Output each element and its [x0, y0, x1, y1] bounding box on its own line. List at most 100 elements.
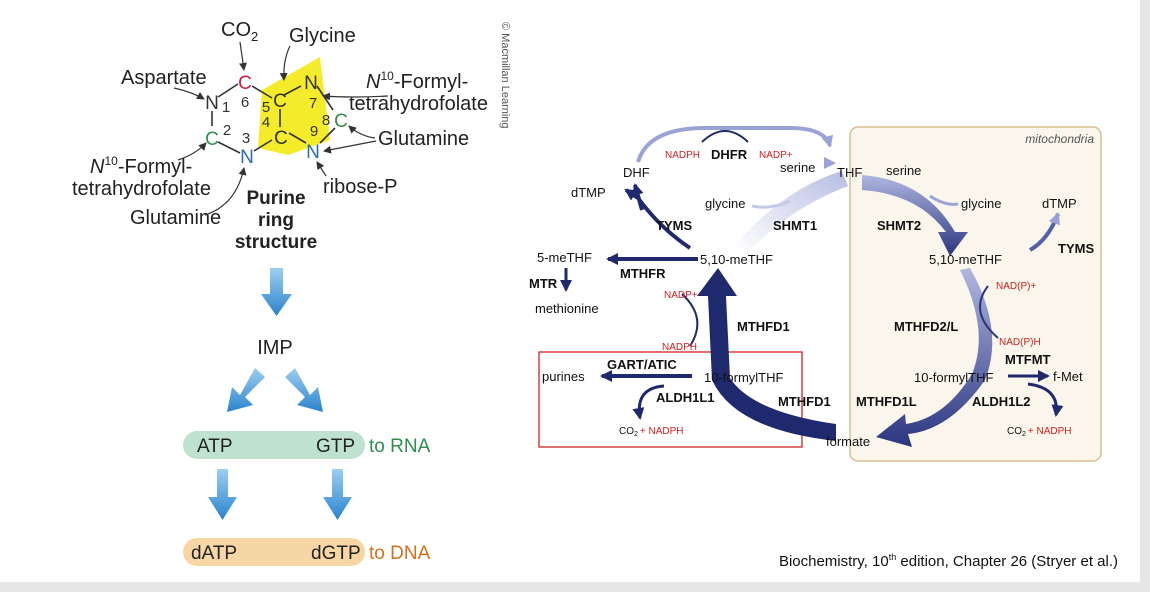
mthfd2l-arc: [876, 268, 993, 447]
dhf-label: DHF: [623, 165, 650, 180]
atp-label: ATP: [197, 436, 233, 457]
nadph-cyto-label: NADPH: [662, 342, 697, 353]
position-9: 9: [310, 123, 318, 140]
cytosolic-purine-box: [538, 351, 803, 448]
fmet-label: f-Met: [1053, 369, 1083, 384]
co2-nadph-cyto-label: CO2+ NADPH: [619, 426, 684, 438]
aldh1l2-label: ALDH1L2: [972, 394, 1031, 409]
position-4: 4: [262, 114, 270, 131]
to-rna-label: to RNA: [369, 436, 431, 457]
serine-mito-label: serine: [886, 163, 921, 178]
methylene-thf-mito-label: 5,10-meTHF: [929, 252, 1002, 267]
arrow-imp-to-atp: [227, 368, 265, 412]
methylene-thf-cyto-label: 5,10-meTHF: [700, 252, 773, 267]
source-formyl-left-line2: tetrahydrofolate: [72, 178, 211, 200]
source-co2: CO2: [221, 19, 258, 44]
gtp-label: GTP: [316, 436, 355, 457]
mthfd1-upper-label: MTHFD1: [737, 319, 790, 334]
source-arrows: [173, 41, 389, 216]
glycine-mito-label: glycine: [961, 196, 1001, 211]
aldh1l2-arrow: [1027, 382, 1064, 417]
aldh1l1-arrow: [632, 384, 665, 420]
mthfd1l-label: MTHFD1L: [856, 394, 917, 409]
mtr-label: MTR: [529, 276, 558, 291]
purine-ring-figure: C N C N C C N C N 6 1 2 3 4 5 7 8 9 CO2 …: [72, 19, 511, 253]
shmt2-label: SHMT2: [877, 218, 921, 233]
citation-caption: Biochemistry, 10th edition, Chapter 26 (…: [778, 552, 1118, 570]
glycine-branch-cyto: [751, 199, 791, 209]
dgtp-label: dGTP: [311, 543, 361, 564]
nucleotide-flow: IMP ATP GTP to RNA dATP dGTP to DNA: [183, 268, 431, 566]
aldh1l1-label: ALDH1L1: [656, 390, 715, 405]
datp-label: dATP: [191, 543, 237, 564]
atom-n3: N: [240, 147, 254, 168]
position-5: 5: [262, 99, 270, 116]
source-formyl-left-line1: N10-Formyl-: [90, 154, 192, 178]
atom-c6: C: [238, 73, 252, 94]
shmt1-arrow: [735, 171, 848, 252]
arrow-ring-to-imp: [261, 268, 292, 316]
source-glutamine-bottom: Glutamine: [130, 207, 221, 229]
mthfr-label: MTHFR: [620, 266, 666, 281]
one-carbon-pathway: mitochondria: [529, 126, 1102, 462]
position-7: 7: [309, 95, 317, 112]
dtmp-mito-label: dTMP: [1042, 196, 1077, 211]
source-aspartate: Aspartate: [121, 67, 207, 89]
atom-c8: C: [334, 111, 348, 132]
dhfr-arrow: [636, 126, 834, 163]
tyms-to-dhf-branch: [631, 183, 644, 211]
position-6: 6: [241, 94, 249, 111]
position-2: 2: [223, 122, 231, 139]
imidazole-highlight: [258, 57, 330, 155]
arrow-atp-to-datp: [208, 469, 237, 520]
mthfd1-lower-label: MTHFD1: [778, 394, 831, 409]
gart-atic-label: GART/ATIC: [607, 357, 677, 372]
ring-positions: 6 1 2 3 4 5 7 8 9: [222, 94, 330, 147]
position-1: 1: [222, 99, 230, 116]
dtmp-cyto-label: dTMP: [571, 185, 606, 200]
source-glutamine-right: Glutamine: [378, 128, 469, 150]
atom-c5: C: [273, 91, 287, 112]
ring-bonds: [211, 83, 336, 154]
five-methf-label: 5-meTHF: [537, 250, 592, 265]
shmt2-arrow: [862, 175, 968, 256]
purine-title-1: Purine: [246, 188, 305, 209]
purine-title-3: structure: [235, 232, 317, 253]
atom-c2: C: [205, 129, 219, 150]
methionine-label: methionine: [535, 301, 599, 316]
nadph-dhfr-label: NADPH: [665, 150, 700, 161]
atom-n7: N: [304, 73, 318, 94]
nadp-cofactor-mito: [979, 285, 999, 339]
dna-bar: [183, 538, 365, 566]
purines-label: purines: [542, 369, 585, 384]
source-formyl-top-line2: tetrahydrofolate: [349, 93, 488, 115]
co2-nadph-mito-label: CO2+ NADPH: [1007, 426, 1072, 438]
ribose-label: ribose-P: [323, 176, 397, 198]
mthfd1-main-arc: [697, 268, 836, 441]
dhfr-cofactor-loop: [701, 130, 749, 143]
tyms-mito-label: TYMS: [1058, 241, 1094, 256]
imp-label: IMP: [257, 337, 293, 359]
copyright-watermark: © Macmillan Learning: [499, 22, 511, 129]
atom-n1: N: [205, 93, 219, 114]
dhfr-label: DHFR: [711, 147, 748, 162]
arrow-gtp-to-dgtp: [323, 469, 352, 520]
formylthf-cyto-label: 10-formylTHF: [704, 370, 784, 385]
atom-n9: N: [306, 142, 320, 163]
nadp-plus-cyto-label: NADP+: [664, 290, 698, 301]
tyms-cyto-label: TYMS: [656, 218, 692, 233]
tyms-arrow-mito: [1028, 212, 1061, 252]
mthfd2l-label: MTHFD2/L: [894, 319, 958, 334]
mitochondria-label: mitochondria: [1025, 132, 1094, 146]
nadp-dhfr-label: NADP+: [759, 150, 793, 161]
arrow-imp-to-gtp: [285, 368, 323, 412]
glycine-cyto-label: glycine: [705, 196, 745, 211]
rna-bar: [183, 431, 365, 459]
serine-cyto-label: serine: [780, 160, 815, 175]
position-8: 8: [322, 112, 330, 129]
atom-c4: C: [274, 128, 288, 149]
nadp-cofactor-cyto: [681, 293, 699, 347]
glycine-branch-mito: [929, 194, 959, 206]
